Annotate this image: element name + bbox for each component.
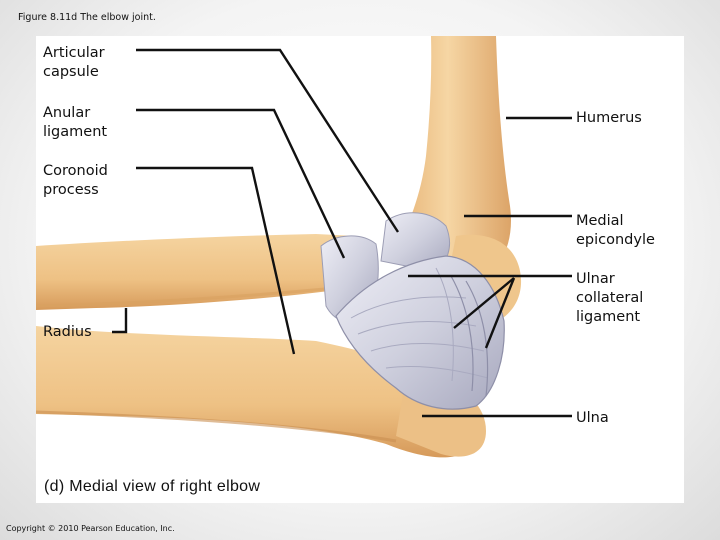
copyright-notice: Copyright © 2010 Pearson Education, Inc.	[6, 524, 175, 533]
label-articular-capsule: Articular capsule	[43, 45, 105, 80]
figure-caption: Figure 8.11d The elbow joint.	[18, 12, 156, 23]
leader-articular-capsule	[136, 48, 400, 233]
leader-coronoid-process	[136, 166, 296, 355]
leader-anular-ligament	[136, 108, 346, 259]
label-ulnar-collateral-ligament: Ulnar collateral ligament	[576, 271, 644, 325]
label-coronoid-process: Coronoid process	[43, 163, 108, 198]
leader-lines	[112, 48, 572, 418]
label-anular-ligament: Anular ligament	[43, 105, 108, 140]
leader-radius	[112, 308, 128, 334]
elbow-illustration	[36, 36, 572, 458]
view-title: (d) Medial view of right elbow	[44, 478, 261, 495]
label-ulna: Ulna	[576, 410, 609, 426]
label-humerus: Humerus	[576, 110, 642, 126]
radius-bone	[36, 234, 366, 310]
label-medial-epicondyle: Medial epicondyle	[576, 213, 655, 248]
illustration-panel: Articular capsule Anular ligament Corono…	[36, 36, 684, 503]
ulnar-collateral-ligament-shape	[335, 255, 505, 410]
label-radius: Radius	[43, 324, 92, 340]
